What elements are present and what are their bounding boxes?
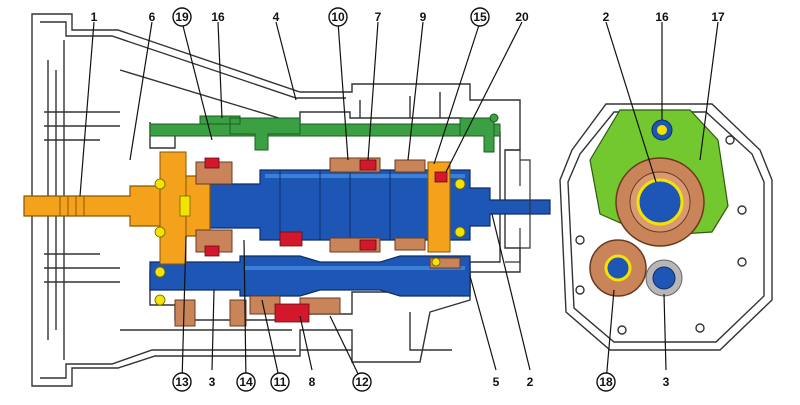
callout-label: 13 [175, 375, 189, 389]
synchronizers [204, 157, 448, 323]
callout-label: 4 [273, 10, 280, 24]
callout-circle [328, 7, 348, 27]
input-shaft [23, 151, 451, 265]
callout-label: 5 [493, 375, 500, 389]
shift-rail [149, 113, 501, 153]
callout-label: 16 [211, 10, 225, 24]
callout-label: 16 [655, 10, 669, 24]
callout-label: 9 [420, 10, 427, 24]
callout-label: 2 [527, 375, 534, 389]
counter-shaft [149, 255, 471, 297]
callout-label: 20 [515, 10, 529, 24]
callout-label: 3 [209, 375, 216, 389]
callout-circle [596, 372, 616, 392]
callout-circle [470, 7, 490, 27]
callout-label: 18 [599, 375, 613, 389]
leader-lines [79, 21, 719, 383]
callout-label: 12 [355, 375, 369, 389]
output-flange [505, 149, 531, 263]
callout-circle [270, 372, 290, 392]
callout-label: 15 [473, 10, 487, 24]
callout-label: 7 [375, 10, 382, 24]
callout-label: 6 [149, 10, 156, 24]
callout-label: 14 [239, 375, 253, 389]
gearbox-housing [31, 13, 521, 387]
callout-circle [236, 372, 256, 392]
bearings [154, 178, 466, 306]
callout-label: 3 [663, 375, 670, 389]
callout-label: 8 [309, 375, 316, 389]
end-view-housing [559, 103, 773, 351]
callout-label: 11 [274, 375, 287, 389]
callout-label: 19 [175, 10, 189, 24]
callout-circle [352, 372, 372, 392]
callout-circle [172, 7, 192, 27]
callout-circle [172, 372, 192, 392]
callout-label: 2 [603, 10, 610, 24]
callout-label: 17 [711, 10, 725, 24]
end-view-gears [589, 157, 705, 297]
callout-label: 1 [91, 10, 98, 24]
callout-label: 10 [331, 10, 345, 24]
